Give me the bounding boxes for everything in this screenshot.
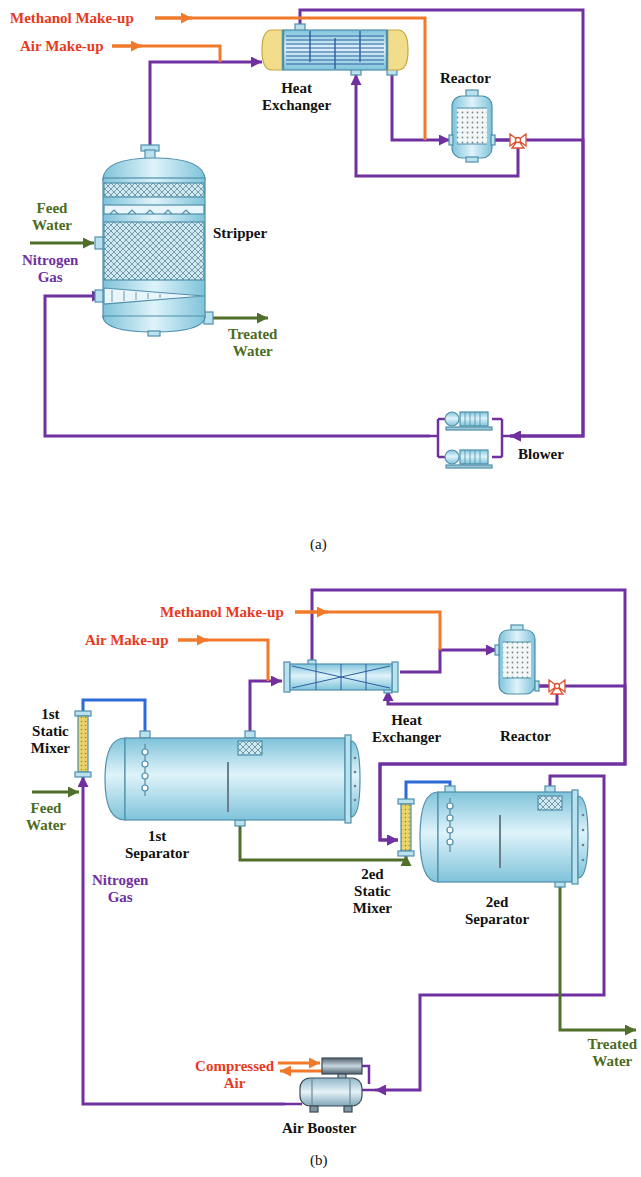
static-mixer-drawing — [75, 711, 414, 856]
separator-vessel: 1st Separator — [105, 735, 360, 822]
equipment-label: Blower — [518, 446, 564, 463]
process-pipe — [45, 296, 430, 436]
equipment-label: Heat Exchanger — [262, 80, 331, 114]
stream-label: Methanol Make-up — [10, 10, 134, 27]
heat-exchanger-drawing — [284, 660, 398, 693]
separator-drawing — [105, 731, 360, 826]
stream-label: Treated Water — [228, 326, 277, 360]
equipment-label: Reactor — [500, 728, 551, 745]
panel-caption: (a) — [310, 536, 327, 553]
process-pipe — [150, 62, 262, 145]
blower: Blower — [430, 408, 510, 472]
reactor: Reactor — [497, 628, 537, 698]
reactor-drawing — [495, 625, 539, 694]
stripper-drawing — [95, 145, 213, 336]
stream-label: Feed Water — [32, 200, 72, 234]
separator-drawing — [420, 786, 588, 887]
process-pipe — [250, 681, 282, 735]
process-pipe — [83, 776, 285, 1104]
equipment-label: 2ed Separator — [465, 894, 529, 928]
three-way-valve — [510, 134, 565, 694]
equipment-label: Stripper — [213, 225, 267, 242]
panel-caption: (b) — [310, 1152, 328, 1169]
air-booster: Air Booster — [285, 1058, 375, 1114]
static-mixer: 2ed Static Mixer — [398, 800, 414, 855]
reactor: Reactor — [450, 92, 494, 162]
process-pipe — [375, 776, 604, 1090]
process-pipe — [356, 74, 518, 176]
stream-label: Treated Water — [588, 1036, 637, 1070]
stream-label: Feed Water — [26, 800, 66, 834]
stream-label: Air Make-up — [85, 632, 168, 649]
stream-label: Air Make-up — [20, 38, 103, 55]
stream-label: Compressed Air — [195, 1058, 274, 1092]
stream-label: Nitrogen Gas — [92, 872, 148, 906]
heat-exchanger-drawing — [262, 24, 408, 75]
equipment-label: Heat Exchanger — [372, 712, 441, 746]
heat-exchanger: Heat Exchanger — [282, 664, 400, 690]
process-pipe — [400, 650, 497, 672]
air-booster-drawing — [285, 1058, 375, 1112]
equipment-label: 1st Separator — [125, 828, 189, 862]
separator-vessel: 2ed Separator — [420, 790, 588, 884]
blower-drawing — [430, 412, 510, 468]
reactor-drawing — [449, 90, 495, 162]
equipment-label: 2ed Static Mixer — [353, 866, 392, 917]
static-mixer: 1st Static Mixer — [76, 712, 90, 776]
process-pipe — [240, 822, 406, 860]
stripper-column: Stripper — [103, 145, 205, 336]
stream-label: Methanol Make-up — [160, 604, 284, 621]
process-pipe — [494, 140, 583, 436]
equipment-label: 1st Static Mixer — [31, 706, 70, 757]
heat-exchanger: Heat Exchanger — [262, 26, 408, 74]
equipment-label: Air Booster — [282, 1120, 356, 1137]
process-pipe — [300, 10, 583, 436]
stream-label: Nitrogen Gas — [22, 252, 78, 286]
process-pipe — [83, 700, 145, 735]
equipment-label: Reactor — [440, 70, 491, 87]
water-pipe — [30, 243, 636, 1030]
